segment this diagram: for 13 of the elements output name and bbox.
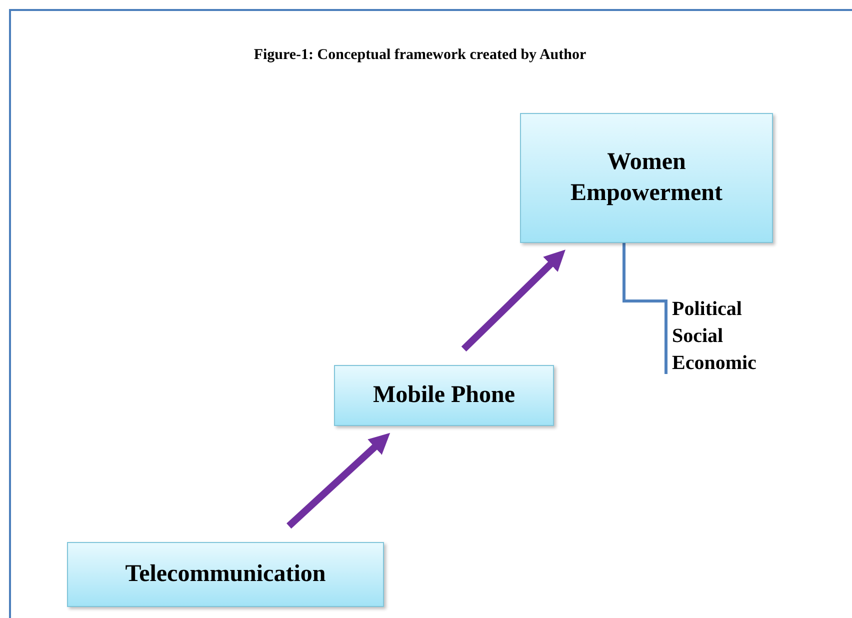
arrow (286, 432, 390, 529)
box-label: Mobile Phone (373, 380, 515, 410)
figure-title: Figure-1: Conceptual framework created by Author (252, 46, 588, 65)
concept-box (67, 542, 384, 607)
box-label: Women Empowerment (570, 148, 724, 208)
list-item: Political (672, 297, 742, 322)
list-item: Economic (672, 351, 756, 376)
arrow (461, 250, 566, 352)
list-item: Social (672, 324, 724, 349)
box-label: Telecommunication (125, 560, 326, 589)
concept-box (520, 113, 773, 243)
concept-box (334, 365, 554, 426)
connector-line (622, 243, 668, 374)
